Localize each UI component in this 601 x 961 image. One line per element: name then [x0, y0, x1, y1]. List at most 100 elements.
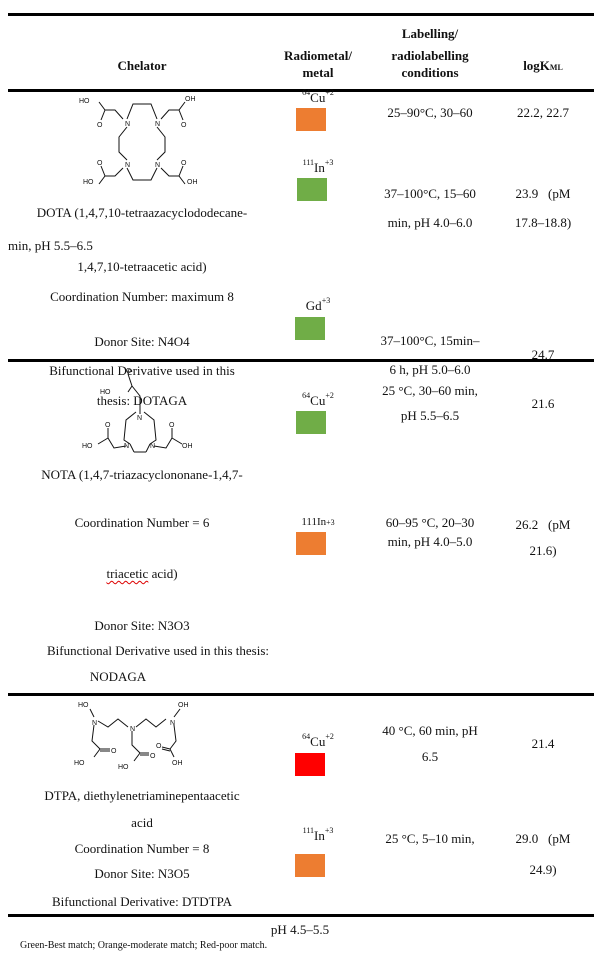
svg-text:HO: HO	[78, 702, 89, 709]
match-swatch-orange	[295, 854, 325, 877]
color-legend-note: Green-Best match; Orange-moderate match;…	[20, 940, 268, 951]
svg-text:HO: HO	[74, 760, 85, 767]
dota-cu-conditions: 25–90°C, 30–60	[387, 105, 473, 120]
svg-text:O: O	[126, 368, 132, 375]
dota-donor-site: Donor Site: N4O4	[94, 334, 190, 349]
nota-in-conditions-1: 60–95 °C, 20–30	[385, 515, 475, 530]
header-logk: logKML	[523, 59, 563, 72]
svg-text:OH: OH	[185, 96, 196, 103]
nota-cu-conditions-1: 25 °C, 30–60 min,	[382, 383, 478, 398]
dota-overflow-text: min, pH 5.5–6.5	[8, 238, 93, 253]
dota-name: DOTA (1,4,7,10-tetraazacyclododecane-	[36, 205, 248, 220]
dota-cu-metal: 64Cu+2	[302, 88, 334, 105]
svg-text:N: N	[155, 162, 160, 169]
dtpa-in-logk-2: 24.9)	[529, 862, 557, 877]
dota-bifunctional-2: thesis: DOTAGA	[96, 393, 188, 408]
svg-text:HO: HO	[79, 98, 90, 105]
svg-text:HO: HO	[83, 179, 94, 186]
svg-text:N: N	[125, 162, 130, 169]
match-swatch-orange	[296, 108, 326, 131]
svg-text:O: O	[111, 748, 117, 755]
svg-text:HO: HO	[100, 389, 111, 396]
nota-in-logk-1: 26.2 (pM	[515, 517, 571, 532]
dota-in-metal: 111In+3	[302, 158, 334, 175]
header-conditions-3: conditions	[401, 65, 459, 80]
dtpa-coordination-number: Coordination Number = 8	[74, 841, 210, 856]
svg-text:N: N	[170, 720, 175, 727]
dtpa-cu-conditions-1: 40 °C, 60 min, pH	[382, 723, 478, 738]
match-swatch-green	[296, 411, 326, 434]
svg-text:N: N	[124, 443, 129, 450]
svg-text:O: O	[156, 743, 162, 750]
dota-in-logk-1: 23.9 (pM	[515, 186, 571, 201]
dtpa-name: DTPA, diethylenetriaminepentaacetic	[44, 788, 240, 803]
nota-cu-logk: 21.6	[531, 396, 555, 411]
svg-text:O: O	[181, 122, 187, 129]
nota-coordination-number: Coordination Number = 6	[74, 515, 210, 530]
nota-bifunctional-1: Bifunctional Derivative used in this the…	[46, 643, 270, 658]
svg-text:N: N	[125, 121, 130, 128]
overflow-text: pH 4.5–5.5	[270, 922, 330, 937]
svg-text:O: O	[105, 422, 111, 429]
match-swatch-red	[295, 753, 325, 776]
match-swatch-green	[297, 178, 327, 201]
dtpa-donor-site: Donor Site: N3O5	[94, 866, 190, 881]
dota-gd-conditions-2: 6 h, pH 5.0–6.0	[389, 362, 471, 377]
nota-donor-site: Donor Site: N3O3	[94, 618, 190, 633]
nota-name-cont: triacetic acid)	[106, 566, 178, 581]
svg-text:HO: HO	[82, 443, 93, 450]
dtpa-in-conditions: 25 °C, 5–10 min,	[385, 831, 475, 846]
svg-text:O: O	[97, 122, 103, 129]
logk-label: logK	[523, 58, 550, 73]
svg-text:HO: HO	[118, 764, 129, 771]
header-radiometal-1: Radiometal/	[284, 48, 352, 63]
dota-bifunctional-1: Bifunctional Derivative used in this	[49, 363, 235, 378]
row-divider	[8, 693, 594, 696]
dota-gd-logk: 24.7	[531, 347, 555, 362]
table-top-rule	[8, 13, 594, 16]
dota-in-logk-2: 17.8–18.8)	[514, 215, 572, 230]
svg-text:N: N	[137, 415, 142, 422]
dtpa-cu-conditions-2: 6.5	[421, 749, 439, 764]
svg-text:OH: OH	[172, 760, 183, 767]
svg-text:N: N	[130, 726, 135, 733]
svg-text:OH: OH	[182, 443, 193, 450]
nota-cu-metal: 64Cu+2	[302, 391, 334, 408]
header-conditions-1: Labelling/	[401, 26, 459, 41]
dota-name-cont: 1,4,7,10-tetraacetic acid)	[77, 259, 207, 274]
nota-in-conditions-2: min, pH 4.0–5.0	[387, 534, 473, 549]
dota-gd-conditions-1: 37–100°C, 15min–	[380, 333, 480, 348]
header-bottom-rule	[8, 89, 594, 92]
dtpa-bifunctional: Bifunctional Derivative: DTDTPA	[51, 894, 233, 909]
header-radiometal-2: metal	[302, 65, 334, 80]
svg-text:OH: OH	[187, 179, 198, 186]
row-divider	[8, 359, 594, 362]
nota-in-logk-2: 21.6)	[529, 543, 557, 558]
header-chelator: Chelator	[117, 58, 167, 73]
svg-text:N: N	[150, 443, 155, 450]
dtpa-cu-logk: 21.4	[531, 736, 555, 751]
header-conditions-2: radiolabelling	[391, 48, 469, 63]
match-swatch-green	[295, 317, 325, 340]
svg-text:O: O	[150, 753, 156, 760]
nota-in-metal: 111In+3	[301, 516, 335, 528]
svg-text:OH: OH	[178, 702, 189, 709]
nota-cu-conditions-2: pH 5.5–6.5	[400, 408, 460, 423]
dtpa-cu-metal: 64Cu+2	[302, 732, 334, 749]
dtpa-name-cont: acid	[131, 815, 153, 830]
dtpa-in-metal: 111In+3	[302, 826, 334, 843]
logk-subscript: ML	[549, 63, 563, 72]
dota-cu-logk: 22.2, 22.7	[517, 105, 569, 120]
svg-text:N: N	[92, 720, 97, 727]
svg-text:N: N	[155, 121, 160, 128]
dota-gd-metal: Gd+3	[305, 296, 331, 313]
dota-in-conditions-1: 37–100°C, 15–60	[384, 186, 476, 201]
dota-in-conditions-2: min, pH 4.0–6.0	[387, 215, 473, 230]
nota-name: NOTA (1,4,7-triazacyclononane-1,4,7-	[41, 467, 243, 482]
table-bottom-rule	[8, 914, 594, 917]
dota-coordination-number: Coordination Number: maximum 8	[50, 289, 234, 304]
nota-bifunctional-2: NODAGA	[89, 669, 147, 684]
